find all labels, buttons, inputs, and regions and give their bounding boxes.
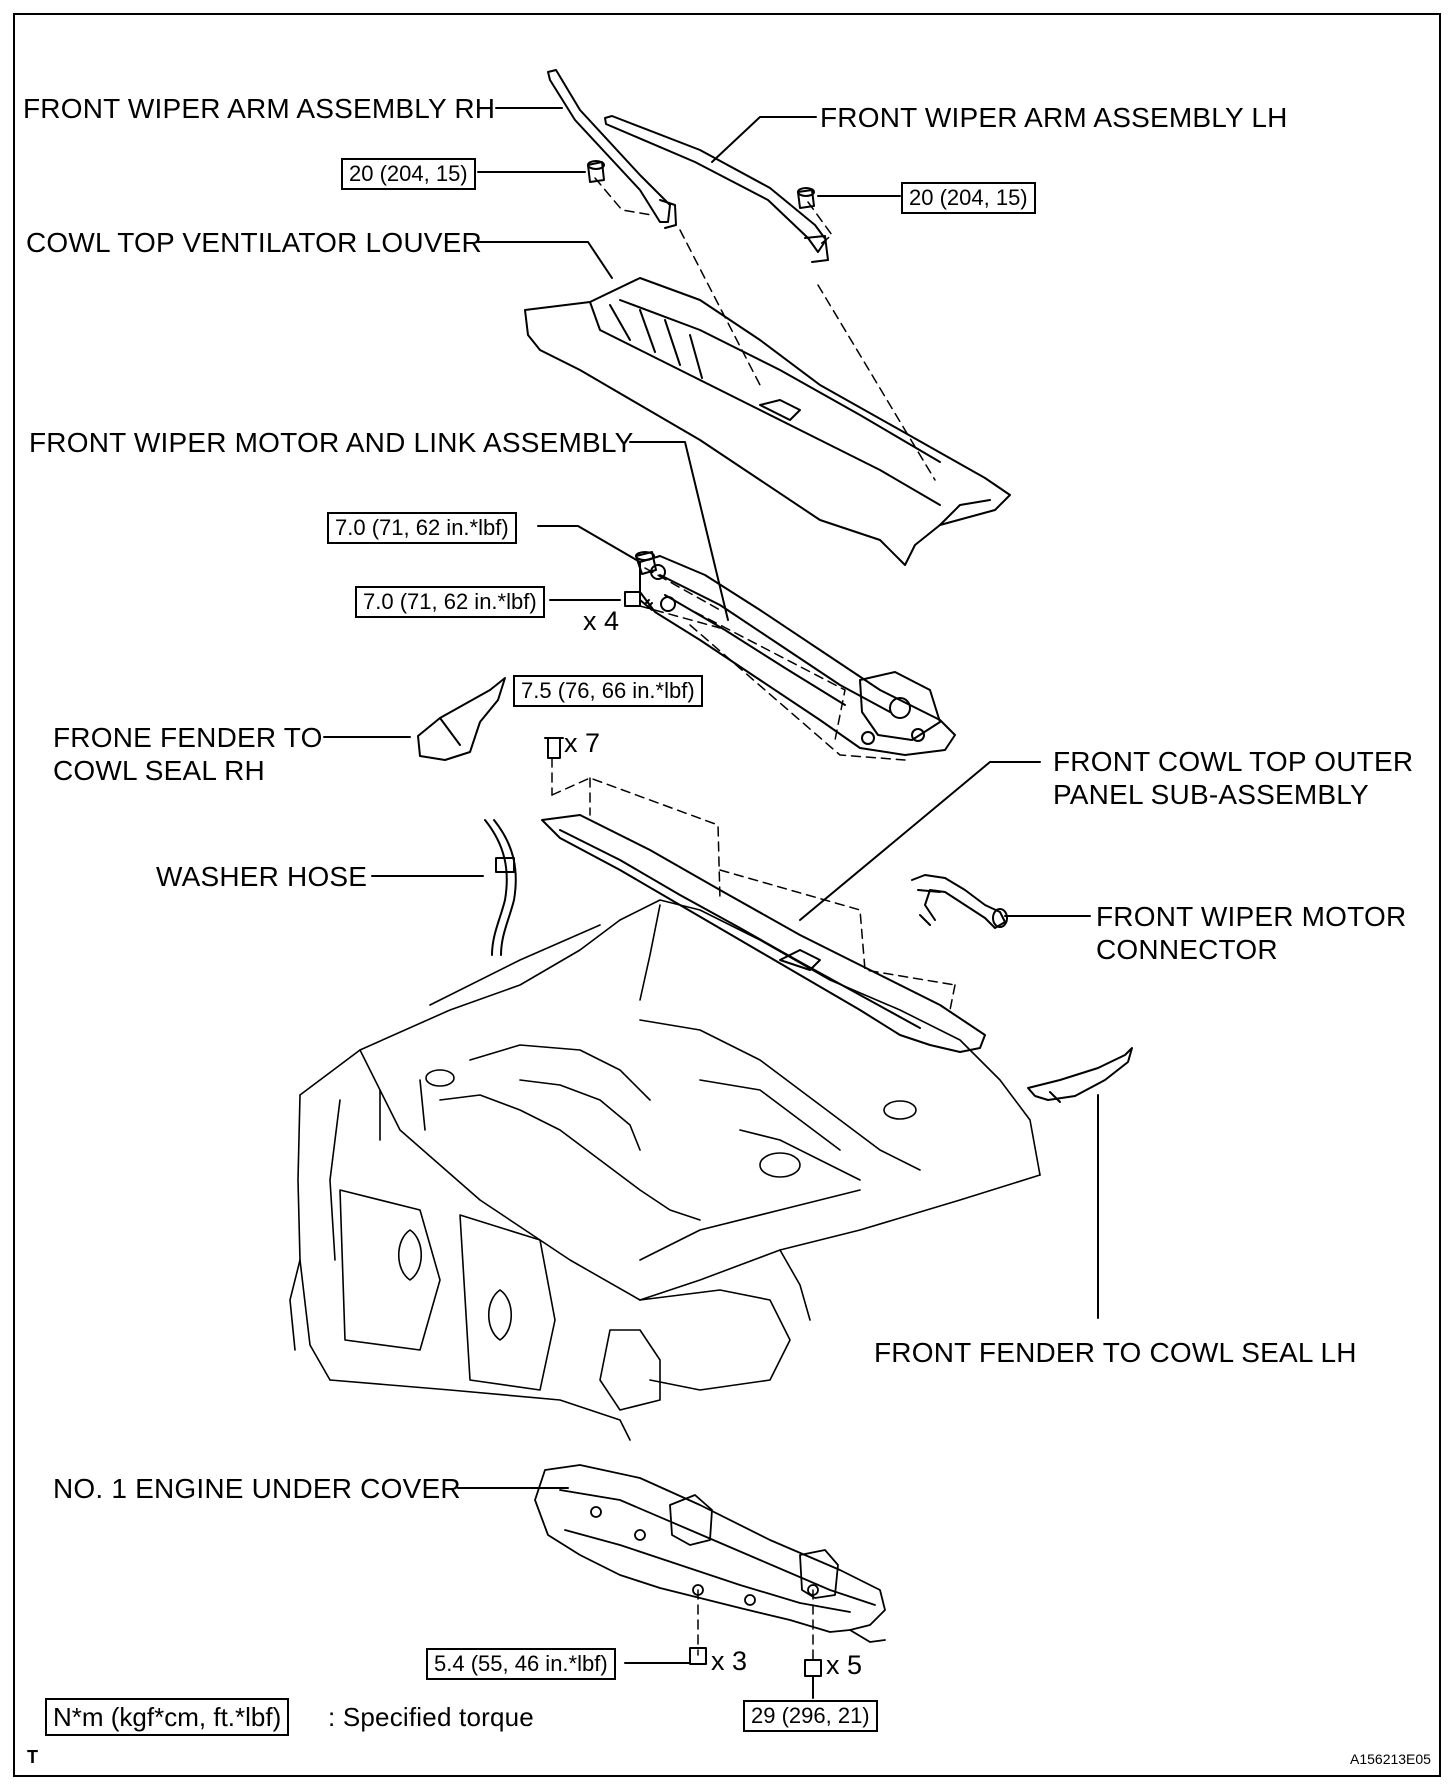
torque-box-motor-bolt: 7.0 (71, 62 in.*lbf) — [355, 586, 545, 618]
diagram-frame — [13, 13, 1441, 1777]
corner-mark: T — [27, 1747, 39, 1767]
leader-cowl-louver — [477, 241, 613, 279]
label-cowl-outer-panel-line2: PANEL SUB-ASSEMBLY — [1053, 779, 1369, 810]
engine-under-cover-drawing — [534, 1464, 886, 1643]
torque-box-motor-nut: 7.0 (71, 62 in.*lbf) — [327, 512, 517, 544]
torque-box-cover-bolt-b: 29 (296, 21) — [743, 1700, 878, 1732]
label-fender-seal-rh-line2: COWL SEAL RH — [53, 755, 265, 786]
legend-text: : Specified torque — [328, 1702, 534, 1732]
wiper-arm-rh-drawing — [547, 69, 677, 229]
label-cowl-outer-panel-line1: FRONT COWL TOP OUTER — [1053, 746, 1414, 777]
cowl-outer-panel-drawing — [541, 814, 986, 1053]
legend-unit-box: N*m (kgf*cm, ft.*lbf) — [45, 1698, 290, 1736]
wiper-arm-lh-drawing — [604, 115, 829, 263]
leader-wiper-motor-link — [629, 441, 729, 621]
torque-box-cover-bolt-a: 5.4 (55, 46 in.*lbf) — [426, 1648, 616, 1680]
qty-outer-panel-bolt: x 7 — [564, 728, 601, 758]
fender-seal-rh-drawing — [417, 677, 506, 761]
dashed-assembly-lines — [551, 177, 956, 1663]
wiper-motor-connector-drawing — [911, 874, 1008, 929]
label-front-wiper-arm-lh: FRONT WIPER ARM ASSEMBLY LH — [820, 102, 1288, 133]
vehicle-front-drawing — [289, 899, 1041, 1441]
figure-id: A156213E05 — [1350, 1751, 1431, 1767]
arm-nuts — [587, 160, 815, 209]
torque-box-arm-rh-nut: 20 (204, 15) — [341, 158, 476, 190]
cowl-louver-drawing — [524, 277, 1011, 566]
label-washer-hose: WASHER HOSE — [156, 861, 368, 892]
torque-box-arm-lh-nut: 20 (204, 15) — [901, 182, 1036, 214]
label-motor-connector-line1: FRONT WIPER MOTOR — [1096, 901, 1407, 932]
label-front-wiper-arm-rh: FRONT WIPER ARM ASSEMBLY RH — [23, 93, 496, 124]
qty-cover-bolt-a: x 3 — [711, 1646, 748, 1676]
label-front-wiper-motor-link: FRONT WIPER MOTOR AND LINK ASSEMBLY — [29, 427, 634, 458]
wiper-motor-link-drawing — [639, 555, 956, 756]
leader-lines — [323, 107, 1099, 1699]
qty-cover-bolt-b: x 5 — [826, 1650, 863, 1680]
label-fender-seal-lh: FRONT FENDER TO COWL SEAL LH — [874, 1337, 1357, 1368]
fender-seal-lh-drawing — [1027, 1047, 1133, 1103]
motor-fasteners — [544, 551, 822, 1677]
label-cowl-top-ventilator-louver: COWL TOP VENTILATOR LOUVER — [26, 227, 482, 258]
torque-box-outer-panel-bolt: 7.5 (76, 66 in.*lbf) — [513, 675, 703, 707]
leader-outer-panel — [799, 761, 1041, 921]
label-fender-seal-rh-line1: FRONE FENDER TO — [53, 722, 323, 753]
washer-hose-drawing — [484, 819, 517, 956]
label-motor-connector-line2: CONNECTOR — [1096, 934, 1278, 965]
leader-motor-nut — [537, 525, 641, 563]
leader-wiper-arm-lh — [711, 116, 817, 163]
qty-motor-bolt: x 4 — [583, 606, 620, 636]
label-engine-under-cover: NO. 1 ENGINE UNDER COVER — [53, 1473, 461, 1504]
